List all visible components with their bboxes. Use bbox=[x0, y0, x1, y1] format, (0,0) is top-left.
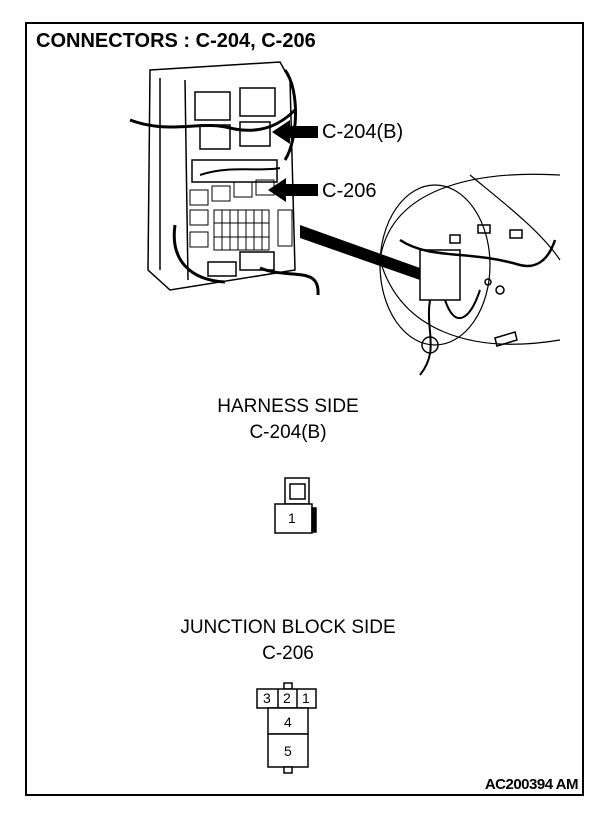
junction-block-side-heading: JUNCTION BLOCK SIDE bbox=[180, 617, 396, 638]
pin-1: 1 bbox=[288, 510, 296, 526]
arrow-c206 bbox=[268, 178, 318, 202]
pin-1: 1 bbox=[302, 690, 310, 706]
pin-2: 2 bbox=[283, 690, 291, 706]
callout-c206: C-206 bbox=[322, 180, 377, 202]
harness-side-connector: C-204(B) bbox=[249, 422, 327, 443]
pin-5: 5 bbox=[284, 743, 292, 759]
arrow-c204b bbox=[272, 120, 318, 144]
pin-4: 4 bbox=[284, 714, 292, 730]
harness-side-heading: HARNESS SIDE bbox=[217, 396, 359, 417]
junction-block-side-connector: C-206 bbox=[262, 643, 314, 664]
figure-title: CONNECTORS : C-204, C-206 bbox=[36, 30, 316, 52]
callout-c204b: C-204(B) bbox=[322, 121, 404, 143]
connector-c206 bbox=[256, 682, 317, 774]
figure-frame bbox=[25, 22, 584, 796]
pin-3: 3 bbox=[263, 690, 271, 706]
connector-c204b bbox=[274, 477, 317, 534]
figure-code: AC200394 AM bbox=[484, 776, 579, 793]
